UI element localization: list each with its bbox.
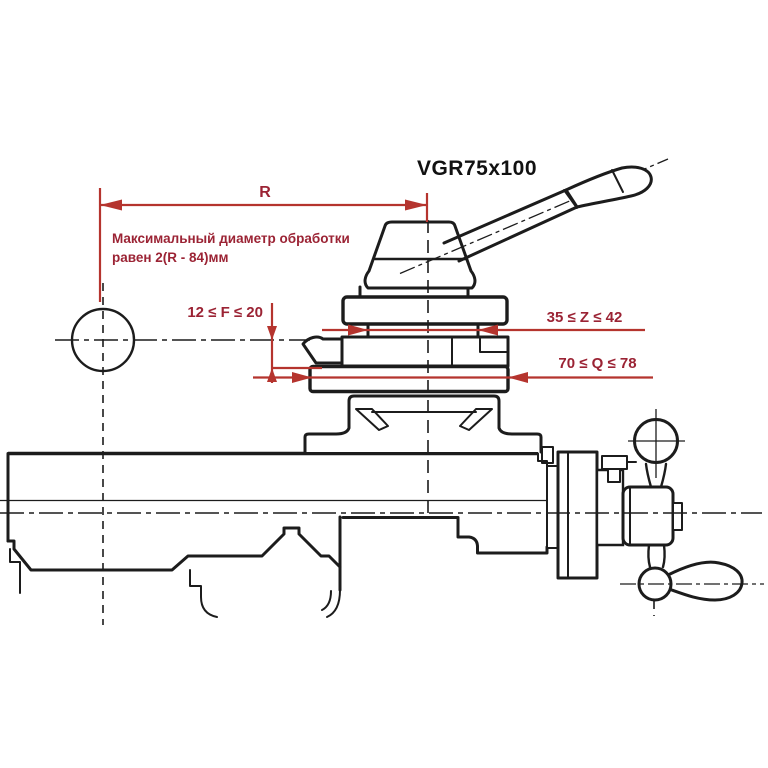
- note-line-2: равен 2(R - 84)мм: [112, 250, 229, 265]
- ball-neck: [644, 462, 668, 489]
- r-dimension-label: R: [259, 184, 271, 201]
- lathe-saddle: [0, 446, 558, 618]
- cutting-tool: [301, 335, 344, 365]
- r-arrow-right: [405, 199, 427, 211]
- saddle-hook-right: [321, 589, 341, 618]
- top-plate: [341, 295, 509, 326]
- q-dimension-label: 70 ≤ Q ≤ 78: [558, 355, 637, 372]
- flange-bracket: [546, 465, 559, 549]
- crank-lower-neck: [647, 543, 666, 569]
- tool-post: [301, 158, 669, 454]
- saddle-tab-middle: [189, 569, 218, 618]
- z-arrow-left: [348, 324, 368, 336]
- handle-axis: [399, 158, 669, 275]
- note-line-1: Максимальный диаметр обработки: [112, 231, 350, 246]
- handle-grip: [564, 165, 653, 209]
- f-arrow-down: [267, 326, 277, 340]
- swivel-base: [303, 394, 543, 454]
- slide-end-foot: [541, 446, 554, 464]
- dovetail-detail: [355, 408, 493, 431]
- r-arrow-left: [100, 199, 122, 211]
- z-dimension-label: 35 ≤ Z ≤ 42: [546, 309, 623, 326]
- crank-grip: [666, 560, 744, 602]
- f-dimension-label: 12 ≤ F ≤ 20: [187, 304, 263, 321]
- saddle-bottom-right: [341, 516, 549, 555]
- z-arrow-right: [478, 324, 498, 336]
- r-extension-lines: [98, 188, 429, 302]
- dimension-lines: [98, 188, 653, 383]
- q-arrow-right: [508, 372, 528, 383]
- q-arrow-left: [292, 372, 312, 383]
- clamp-knob: [363, 220, 477, 290]
- gib-screw: [601, 455, 637, 483]
- f-arrow-up: [267, 368, 277, 382]
- crank-assembly: [546, 409, 764, 616]
- diagram-title: VGR75x100: [416, 157, 538, 180]
- center-lines: [0, 220, 762, 625]
- tool-holder-clamp-lines: [451, 337, 509, 366]
- dial-flange: [556, 450, 599, 580]
- base-plate: [308, 364, 510, 394]
- handle-grip-joints: [563, 169, 624, 209]
- crank-hub-tab: [672, 502, 683, 531]
- saddle-tab-left: [9, 548, 21, 594]
- saddle-bottom-contour: [6, 526, 342, 572]
- handle-shaft: [442, 188, 579, 263]
- ball-crosshair: [628, 409, 685, 478]
